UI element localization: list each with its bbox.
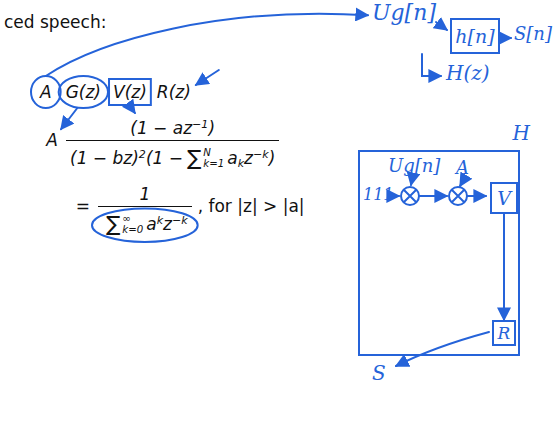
process-box: h[n] [450, 18, 500, 54]
pointer-arrow [130, 106, 135, 113]
math-symbol: A [46, 130, 58, 150]
block-label: R [498, 324, 511, 343]
equation-part: = [76, 196, 90, 216]
math-term: G(z) [66, 82, 101, 102]
math-symbol: (1 − [146, 148, 183, 168]
limit-text: N [203, 148, 224, 159]
math-term: R(z) [157, 82, 191, 102]
sum-limits: Nk=1 [203, 148, 224, 169]
multiplier-symbol [452, 190, 464, 202]
signal-name: S [372, 362, 386, 385]
math-symbol: ) [208, 118, 215, 138]
signal-arrow [503, 37, 511, 39]
equation-term: A [40, 82, 52, 102]
limit-text: ∞ [122, 214, 143, 225]
process-box: R [492, 320, 516, 346]
circle-mark [31, 76, 61, 108]
limit-text: k=1 [203, 159, 224, 170]
block-label: h[n] [455, 26, 494, 47]
equation-part: ∑∞k=0akz−k [102, 211, 188, 237]
math-symbol: −1 [192, 118, 208, 131]
signal-arrow [436, 22, 447, 30]
transfer-function: H(z) [446, 62, 490, 85]
math-symbol: −k [253, 148, 269, 161]
math-symbol: 1 [139, 184, 150, 204]
signal-wire [411, 180, 412, 185]
math-symbol: ) [269, 148, 276, 168]
math-symbol: k [238, 157, 244, 170]
equation-part: A [46, 130, 58, 150]
pointer-arrow [61, 108, 77, 129]
heading-text: ced speech: [4, 12, 106, 32]
math-symbol: z [163, 214, 172, 234]
multiplier-symbol [449, 187, 467, 205]
math-term: A [40, 82, 52, 102]
equation-part: (1 − az−1) [130, 118, 215, 138]
math-symbol: = [76, 196, 90, 216]
hook-arrow [422, 54, 441, 76]
math-symbol: ∑ [187, 145, 201, 170]
output-arrow [396, 332, 489, 366]
fraction-bar [98, 206, 192, 207]
multiplier-symbol [401, 187, 419, 205]
gain-name: A [456, 158, 469, 179]
math-symbol: (1 − bz) [70, 148, 139, 168]
signal-name: S[n] [514, 24, 552, 45]
math-symbol: 2 [139, 148, 146, 161]
math-symbol: (1 − az [130, 118, 192, 138]
math-symbol: , for |z| > |a| [198, 196, 305, 216]
circle-mark [92, 208, 198, 242]
equation-term: G(z) [66, 82, 101, 102]
equation-term: R(z) [157, 82, 191, 102]
circle-mark [59, 76, 108, 108]
math-term: V(z) [113, 82, 147, 102]
equation-part: (1 − bz)2(1 −∑Nk=1akz−k) [70, 145, 275, 171]
system-block: HVR [358, 150, 520, 356]
block-label: H [513, 122, 530, 144]
equation-part: , for |z| > |a| [198, 196, 305, 216]
signal-wire [419, 195, 447, 197]
signal-wire [460, 181, 463, 186]
math-symbol: z [244, 148, 253, 168]
equation-part: 1 [139, 184, 150, 204]
pointer-arrow [196, 70, 219, 85]
signal-connector [503, 214, 505, 320]
process-box: V [490, 182, 518, 214]
multiplier-symbol [404, 190, 416, 202]
math-symbol: a [146, 214, 156, 234]
math-symbol: k [157, 214, 163, 227]
box-mark [109, 79, 151, 105]
signal-name: Ug[n] [388, 156, 440, 177]
fraction-bar [66, 140, 279, 141]
limit-text: k=0 [122, 225, 143, 236]
signal-wire [467, 195, 486, 197]
math-symbol: a [227, 148, 237, 168]
math-symbol: ∑ [106, 211, 120, 236]
signal-name: Ug[n] [372, 0, 436, 25]
equation-term: V(z) [113, 82, 147, 102]
block-label: V [497, 188, 511, 209]
sum-limits: ∞k=0 [122, 214, 143, 235]
pulse-train: 111 [363, 186, 394, 204]
math-symbol: −k [172, 214, 188, 227]
